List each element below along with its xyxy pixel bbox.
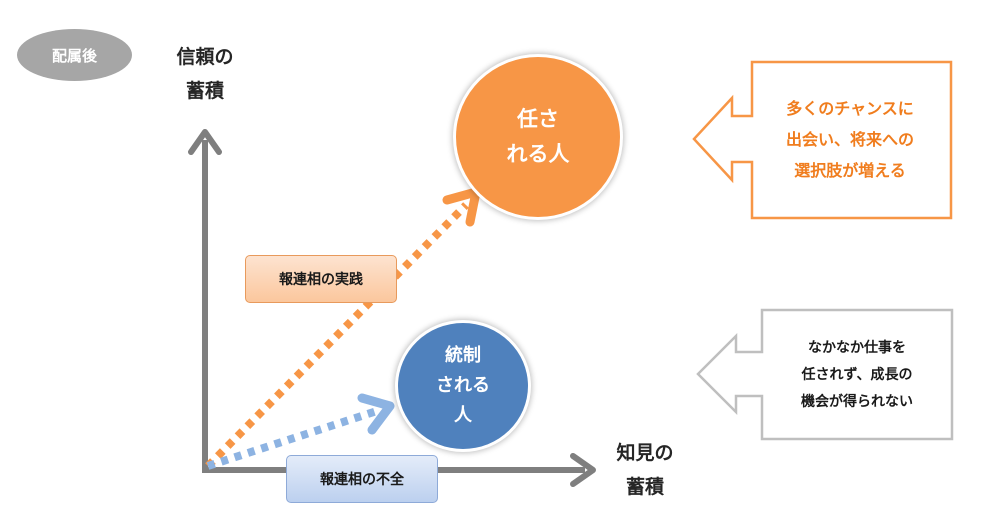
entrusted-node-line1: 任さ — [517, 107, 559, 131]
lack-path-label: 報連相の不全 — [286, 455, 438, 503]
y-axis-arrowhead — [188, 129, 222, 155]
lack-path-label-text: 報連相の不全 — [320, 472, 404, 488]
controlled-node-line1: 統制 — [445, 345, 481, 366]
practice-arrowhead — [442, 187, 481, 227]
controlled-node-line2: される — [436, 375, 490, 396]
x-axis-label: 知見の 蓄積 — [600, 436, 690, 504]
phase-badge: 配属後 — [17, 29, 132, 81]
x-axis-arrowhead — [570, 453, 596, 487]
x-axis-label-line1: 知見の — [616, 442, 674, 464]
x-axis-label-line2: 蓄積 — [625, 476, 664, 498]
practice-path-label: 報連相の実践 — [245, 255, 397, 303]
controlled-node-line3: 人 — [454, 405, 472, 426]
negative-outcome-line3: 機会が得られない — [801, 393, 913, 410]
positive-outcome-arrow-box — [692, 60, 953, 220]
positive-outcome-line1: 多くのチャンスに — [786, 99, 914, 118]
y-axis-label-line2: 蓄積 — [185, 80, 224, 102]
negative-outcome-line1: なかなか仕事を — [808, 339, 906, 356]
negative-outcome-text: なかなか仕事を 任されず、成長の 機会が得られない — [762, 312, 952, 438]
negative-outcome-arrow-box — [696, 308, 954, 441]
lack-dotted-arrow — [206, 406, 382, 470]
negative-outcome-line2: 任されず、成長の — [801, 366, 913, 383]
entrusted-person-node: 任さ れる人 — [456, 57, 620, 217]
y-axis-label-line1: 信頼の — [176, 46, 234, 68]
practice-dotted-arrow — [205, 202, 469, 469]
lack-arrowhead — [357, 393, 395, 435]
phase-badge-text: 配属後 — [51, 46, 97, 65]
entrusted-node-line2: れる人 — [506, 142, 570, 166]
positive-outcome-line2: 出会い、将来への — [785, 130, 914, 149]
y-axis-label: 信頼の 蓄積 — [160, 40, 250, 108]
practice-path-label-text: 報連相の実践 — [279, 272, 363, 288]
positive-outcome-text: 多くのチャンスに 出会い、将来への 選択肢が増える — [752, 62, 948, 217]
positive-outcome-line3: 選択肢が増える — [794, 161, 906, 180]
controlled-person-node: 統制 される 人 — [398, 323, 528, 449]
